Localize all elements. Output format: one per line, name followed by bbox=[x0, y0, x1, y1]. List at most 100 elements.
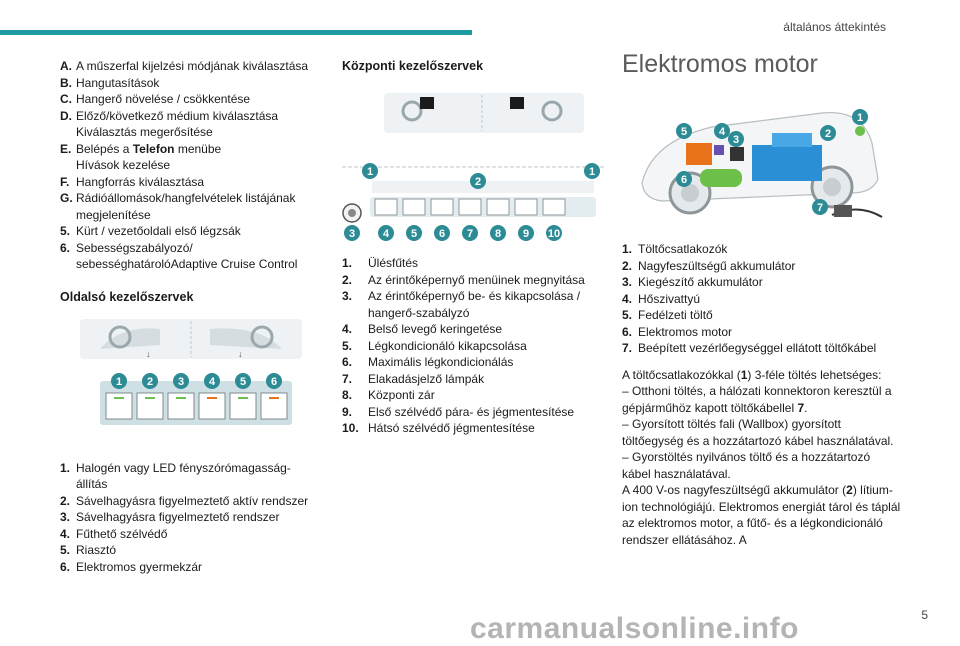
console-button bbox=[458, 198, 482, 215]
figure-badge: 5 bbox=[676, 122, 692, 139]
figure-badge: 3 bbox=[173, 373, 189, 389]
svg-text:2: 2 bbox=[147, 376, 153, 388]
column-middle: Központi kezelőszervek 1 2 1 3 4 5 6 7 8 9 10 1.Ül… bbox=[342, 58, 604, 437]
list-item: 5.Fedélzeti töltő bbox=[622, 308, 713, 322]
svg-text:↓: ↓ bbox=[146, 349, 151, 359]
figure-badge: 2 bbox=[142, 373, 158, 389]
para-fast-charging: – Gyorstöltés nyilvános töltő és a hozzá… bbox=[622, 450, 871, 481]
svg-text:4: 4 bbox=[719, 126, 726, 138]
figure-badge: 3 bbox=[344, 224, 360, 241]
console-button bbox=[430, 198, 454, 215]
list-item: Hívások kezelése bbox=[76, 158, 171, 172]
list-item: 1.Ülésfűtés bbox=[342, 256, 419, 270]
figure-badge: 7 bbox=[812, 198, 828, 215]
figure-badge: 8 bbox=[490, 224, 506, 241]
para-battery: A 400 V-os nagyfeszültségű akkumulátor (… bbox=[622, 483, 901, 547]
svg-text:3: 3 bbox=[733, 134, 739, 146]
side-controls-figure: ↓ ↓ 1 2 3 4 5 6 bbox=[80, 319, 302, 425]
svg-text:3: 3 bbox=[349, 228, 355, 240]
figure-badge: 2 bbox=[470, 172, 486, 189]
center-controls-heading: Központi kezelőszervek bbox=[342, 59, 484, 73]
figure-badge: 6 bbox=[266, 373, 282, 389]
center-controls-figure: 1 2 1 3 4 5 6 7 8 9 10 bbox=[342, 92, 604, 241]
figure-badge: 2 bbox=[820, 124, 836, 141]
list-item: A.A műszerfal kijelzési módjának kiválas… bbox=[60, 59, 309, 73]
svg-text:6: 6 bbox=[271, 376, 277, 388]
console-button bbox=[514, 198, 538, 215]
list-item: F.Hangforrás kiválasztása bbox=[60, 174, 205, 189]
svg-text:8: 8 bbox=[495, 228, 501, 240]
figure-badge: 1 bbox=[362, 162, 378, 179]
list-item: 4.Fűthető szélvédő bbox=[60, 526, 168, 541]
side-controls-heading: Oldalsó kezelőszervek bbox=[60, 289, 194, 304]
svg-text:1: 1 bbox=[116, 376, 122, 388]
list-item: 5.Légkondicionáló kikapcsolása bbox=[342, 338, 527, 353]
svg-text:5: 5 bbox=[411, 228, 417, 240]
list-item: 6.Maximális légkondicionálás bbox=[342, 355, 514, 369]
list-item: 3.Sávelhagyásra figyelmeztető rendszer bbox=[60, 510, 280, 524]
list-item: 4.Hőszivattyú bbox=[622, 291, 701, 306]
switch-button bbox=[198, 392, 226, 420]
page-number: 5 bbox=[921, 608, 928, 622]
switch-led bbox=[176, 397, 186, 399]
list-item: 3.Kiegészítő akkumulátor bbox=[622, 275, 763, 289]
list-item: 9.Első szélvédő pára- és jégmentesítése bbox=[342, 404, 575, 419]
figure-badge: 5 bbox=[406, 224, 422, 241]
switch-led bbox=[114, 397, 124, 399]
list-item: 10.Hátsó szélvédő jégmentesítése bbox=[342, 421, 535, 435]
para-home-charging: – Otthoni töltés, a hálózati konnektoron… bbox=[622, 384, 892, 415]
list-item: B.Hangutasítások bbox=[60, 75, 160, 90]
figure-badge: 4 bbox=[204, 373, 220, 389]
header-accent-bar bbox=[0, 30, 472, 35]
column-left: A.A műszerfal kijelzési módjának kiválas… bbox=[60, 58, 322, 575]
para-intro: A töltőcsatlakozókkal (1) 3-féle töltés … bbox=[622, 367, 882, 382]
figure-badge: 1 bbox=[852, 108, 868, 125]
svg-text:6: 6 bbox=[439, 228, 445, 240]
svg-text:1: 1 bbox=[367, 166, 373, 178]
side-controls-list: 1.Halogén vagy LED fényszórómagasság-áll… bbox=[60, 460, 322, 576]
list-item: 5.Riasztó bbox=[60, 543, 117, 557]
list-item: G.Rádióállomások/hangfelvételek listáján… bbox=[60, 191, 296, 222]
list-item: 1.Töltőcsatlakozók bbox=[622, 242, 728, 256]
figure-badge: 7 bbox=[462, 224, 478, 241]
svg-text:5: 5 bbox=[681, 126, 687, 138]
figure-badge: 3 bbox=[728, 130, 744, 147]
list-item: 7.Elakadásjelző lámpák bbox=[342, 371, 485, 386]
svg-text:7: 7 bbox=[817, 202, 823, 214]
console-button bbox=[374, 198, 398, 215]
para-wallbox-charging: – Gyorsított töltés fali (Wallbox) gyors… bbox=[622, 417, 894, 448]
list-item: 1.Halogén vagy LED fényszórómagasság-áll… bbox=[60, 460, 291, 492]
list-item: Kiválasztás megerősítése bbox=[76, 125, 213, 139]
figure-badge: 4 bbox=[714, 122, 730, 139]
list-item: C.Hangerő növelése / csökkentése bbox=[60, 92, 251, 106]
section-title: általános áttekintés bbox=[783, 20, 886, 34]
list-item: D.Előző/következő médium kiválasztása bbox=[60, 108, 279, 123]
figure-badge: 6 bbox=[676, 170, 692, 187]
svg-text:5: 5 bbox=[240, 376, 246, 388]
list-item: 3.Az érintőképernyő be- és kikapcsolása … bbox=[342, 289, 581, 320]
svg-text:2: 2 bbox=[825, 128, 831, 140]
console-button bbox=[486, 198, 510, 215]
list-item: E.Belépés a Telefon menübe bbox=[60, 141, 222, 156]
switch-button bbox=[229, 392, 257, 420]
svg-text:10: 10 bbox=[548, 228, 560, 240]
figure-badge: 1 bbox=[584, 162, 600, 179]
figure-badge: 4 bbox=[378, 224, 394, 241]
console-button bbox=[542, 198, 566, 215]
charging-paragraph: A töltőcsatlakozókkal (1) 3-féle töltés … bbox=[622, 367, 902, 549]
svg-text:↓: ↓ bbox=[238, 349, 243, 359]
steering-controls-list: A.A műszerfal kijelzési módjának kiválas… bbox=[60, 58, 322, 273]
switch-button bbox=[105, 392, 133, 420]
svg-text:4: 4 bbox=[209, 376, 216, 388]
center-controls-list: 1.Ülésfűtés 2.Az érintőképernyő menüinek… bbox=[342, 255, 604, 437]
svg-text:9: 9 bbox=[523, 228, 529, 240]
list-item: 4.Belső levegő keringetése bbox=[342, 322, 503, 336]
figure-badge: 6 bbox=[434, 224, 450, 241]
svg-text:3: 3 bbox=[178, 376, 184, 388]
figure-badge: 10 bbox=[546, 224, 562, 241]
switch-led bbox=[207, 397, 217, 399]
figure-badge: 1 bbox=[111, 373, 127, 389]
list-item: 2.Nagyfeszültségű akkumulátor bbox=[622, 258, 796, 273]
watermark: carmanualsonline.info bbox=[470, 612, 799, 645]
figure-badge: 5 bbox=[235, 373, 251, 389]
